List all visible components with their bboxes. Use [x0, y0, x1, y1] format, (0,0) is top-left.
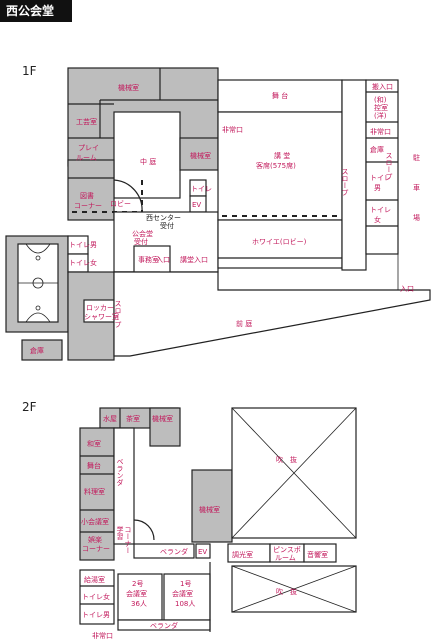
meeting-2-label-1: 2号	[132, 580, 143, 588]
pinspot-label-1: ピンスポ	[273, 546, 301, 554]
west-center-label-1: 西センター	[146, 213, 181, 222]
study-corner-label-1: 学習	[116, 525, 124, 541]
lighting-room-label: 調光室	[232, 550, 253, 559]
study-corner-label-2: コーナー	[124, 526, 132, 554]
play-room-label-1: プレイ	[78, 144, 99, 152]
page-title: 西公会堂	[6, 4, 55, 18]
locker-label-1: ロッカー	[86, 304, 114, 312]
slope-bottom-label: スロープ	[114, 300, 122, 328]
craft-room-label: 工芸室	[76, 117, 97, 126]
foyer-label: ホワイエ(ロビー)	[252, 237, 307, 246]
meeting-2-label-3: 36人	[131, 600, 147, 608]
toilet-female-small-label: トイレ女	[69, 258, 97, 267]
slope-left-label: スロープ	[341, 168, 349, 196]
auditorium-area	[217, 111, 343, 221]
stage-label: 舞 台	[272, 91, 288, 100]
library-corner-label-1: 図書	[80, 191, 94, 200]
emergency-exit-2-label: 非常口	[370, 127, 391, 136]
entertainment-label-2: コーナー	[82, 545, 110, 553]
sound-room-label: 音響室	[307, 550, 328, 559]
parking-label-3: 場	[413, 213, 420, 222]
toilet-male-label-2: 男	[374, 184, 381, 192]
floor-label-2f: 2F	[22, 400, 37, 414]
meeting-2-label-2: 会議室	[126, 589, 147, 598]
atrium-top-label: 吹 抜	[276, 455, 297, 464]
locker-label-2: シャワー室	[84, 312, 119, 321]
toilet-female-label-1: トイレ	[370, 206, 391, 214]
hall-reception-label-1: 公会堂	[132, 229, 153, 238]
toilet-female-label-2: 女	[374, 215, 381, 224]
water-room-label: 水屋	[103, 414, 117, 423]
entertainment-label-1: 娯楽	[88, 535, 102, 544]
second-floor-labels: 水屋 茶室 機械室 和室 舞台 料理室 小会議室 娯楽 コーナー ベランダ 学習…	[81, 414, 328, 640]
slope-right-label: スロープ	[385, 152, 393, 180]
lobby-label: ロビー	[110, 199, 131, 208]
foyer-area	[217, 219, 343, 269]
stage-area	[217, 79, 343, 113]
play-room-label-2: ルーム	[76, 154, 97, 162]
emergency-exit-2f-label: 非常口	[92, 631, 113, 640]
office-label: 事務室	[138, 255, 159, 264]
cooking-room-label: 料理室	[84, 487, 105, 496]
title-badge: 西公会堂	[0, 0, 72, 22]
toilet-male-2f-label: トイレ男	[82, 611, 110, 619]
tea-room-label: 茶室	[126, 414, 140, 423]
warehouse-bottom-label: 倉庫	[30, 346, 44, 355]
stage-2f-label: 舞台	[87, 461, 101, 470]
hall-label-2: 控室	[374, 103, 388, 112]
warehouse-bottom-block	[21, 339, 63, 361]
front-garden	[113, 271, 431, 357]
machine-room-b-label: 機械室	[199, 505, 220, 514]
carry-in-label: 搬入口	[372, 82, 393, 91]
hall-reception-label-2: 受付	[134, 237, 148, 246]
entrance-right-label: 入口	[400, 285, 414, 293]
west-center-label-2: 受付	[160, 221, 174, 230]
courtyard-area	[113, 111, 181, 199]
meeting-1-label-1: 1号	[180, 580, 191, 588]
library-block	[67, 159, 115, 221]
parking-label-1: 駐	[413, 153, 420, 162]
toilet-male-label-1: トイレ	[370, 174, 391, 182]
toilet-small-label: トイレ	[191, 185, 212, 193]
ev-2f-label: EV	[198, 548, 207, 556]
hall-label-1: (和)	[374, 95, 387, 104]
hall-entrance-label: 講堂入口	[180, 255, 208, 264]
ev-label: EV	[192, 201, 201, 209]
courtyard-label: 中 庭	[140, 157, 156, 166]
small-meeting-label: 小会議室	[81, 517, 109, 526]
veranda-vertical-label: ベランダ	[116, 458, 124, 486]
parking-label-2: 車	[413, 183, 420, 192]
hall-label-3: (洋)	[374, 111, 387, 120]
second-floor-plan	[79, 407, 357, 632]
veranda-bottom-label: ベランダ	[150, 621, 178, 630]
supply-room-label: 給湯室	[84, 575, 105, 584]
toilet-female-2f-label: トイレ女	[82, 592, 110, 601]
warehouse-right-label: 倉庫	[370, 145, 384, 154]
first-floor-plan	[5, 67, 431, 361]
pinspot-label-2: ルーム	[275, 554, 296, 562]
meeting-1-label-2: 会議室	[172, 589, 193, 598]
emergency-exit-1-label: 非常口	[222, 125, 243, 134]
machine-room-mid-label: 機械室	[190, 151, 211, 160]
auditorium-label-1: 講 堂	[274, 151, 290, 160]
machine-room-a-label: 機械室	[152, 414, 173, 423]
toilet-male-small-label: トイレ男	[69, 241, 97, 249]
japanese-room-label: 和室	[87, 439, 101, 448]
atrium-bottom-label: 吹 抜	[276, 587, 297, 596]
meeting-1-label-3: 108人	[175, 600, 195, 608]
first-floor-labels: 機械室 工芸室 プレイ ルーム 中 庭 機械室 図書 コーナー ロビー トイレ …	[30, 82, 420, 355]
machine-room-top-label: 機械室	[118, 83, 139, 92]
veranda-mid-label: ベランダ	[160, 547, 188, 556]
entrance-left-label: 入口	[156, 256, 170, 264]
auditorium-label-2: 客席(575席)	[256, 161, 296, 170]
library-corner-label-2: コーナー	[74, 202, 102, 210]
floor-label-1f: 1F	[22, 64, 37, 78]
front-garden-label: 前 庭	[236, 319, 252, 328]
